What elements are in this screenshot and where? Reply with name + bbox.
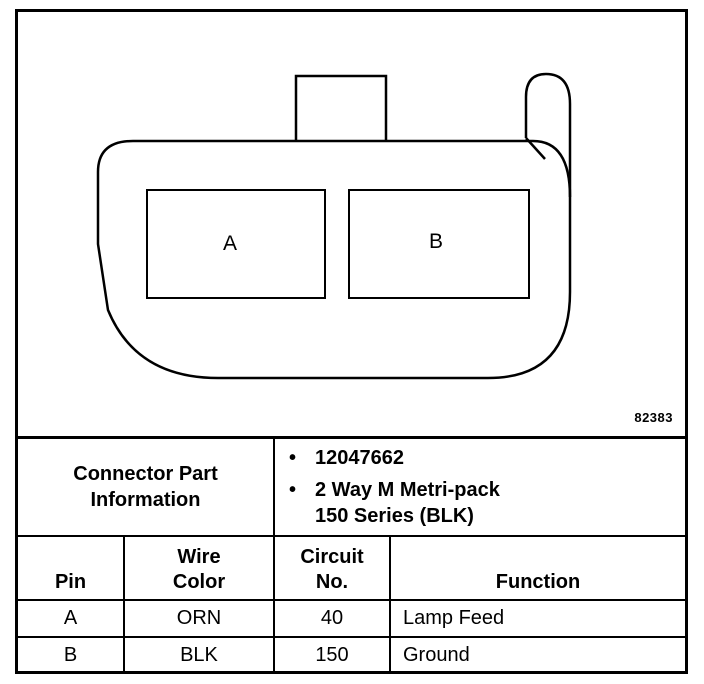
row-a-wire-color: ORN	[123, 599, 275, 638]
table-row: B BLK 150 Ground	[18, 636, 685, 673]
row-b-function: Ground	[389, 636, 685, 673]
connector-table: Connector Part Information •12047662 •2 …	[18, 436, 685, 673]
connector-face-drawing	[96, 72, 572, 380]
table-header-row: Pin Wire Color Circuit No. Function	[18, 535, 685, 601]
connector-info-label: Connector Part Information	[18, 436, 275, 537]
row-a-pin: A	[18, 599, 125, 638]
connector-body	[96, 139, 572, 380]
connector-lock-tab	[294, 74, 388, 141]
part-number-item: •12047662	[289, 447, 404, 469]
row-a-function: Lamp Feed	[389, 599, 685, 638]
connector-latch	[524, 72, 572, 197]
connector-type-line2: 150 Series (BLK)	[315, 505, 474, 527]
cavity-b-label: B	[429, 230, 444, 253]
connector-info-list: •12047662 •2 Way M Metri-pack 150 Series…	[273, 436, 685, 537]
connector-sheet: A B 82383 Connector Part Information •12…	[15, 9, 688, 674]
table-row: A ORN 40 Lamp Feed	[18, 599, 685, 638]
row-b-circuit: 150	[273, 636, 391, 673]
part-number: 12047662	[315, 447, 404, 469]
drawing-id: 82383	[634, 410, 673, 425]
row-b-wire-color: BLK	[123, 636, 275, 673]
header-wire-color: Wire Color	[123, 535, 275, 601]
connector-type-item: •2 Way M Metri-pack 150 Series (BLK)	[289, 479, 500, 527]
header-circuit: Circuit No.	[273, 535, 391, 601]
connector-diagram: A B 82383	[18, 12, 685, 436]
header-function: Function	[389, 535, 685, 601]
header-pin: Pin	[18, 535, 125, 601]
cavity-a-label: A	[223, 232, 238, 255]
row-a-circuit: 40	[273, 599, 391, 638]
connector-type-line1: 2 Way M Metri-pack	[315, 479, 500, 501]
cavity-a	[146, 189, 326, 299]
connector-info-row: Connector Part Information •12047662 •2 …	[18, 436, 685, 537]
row-b-pin: B	[18, 636, 125, 673]
cavity-b	[348, 189, 530, 299]
